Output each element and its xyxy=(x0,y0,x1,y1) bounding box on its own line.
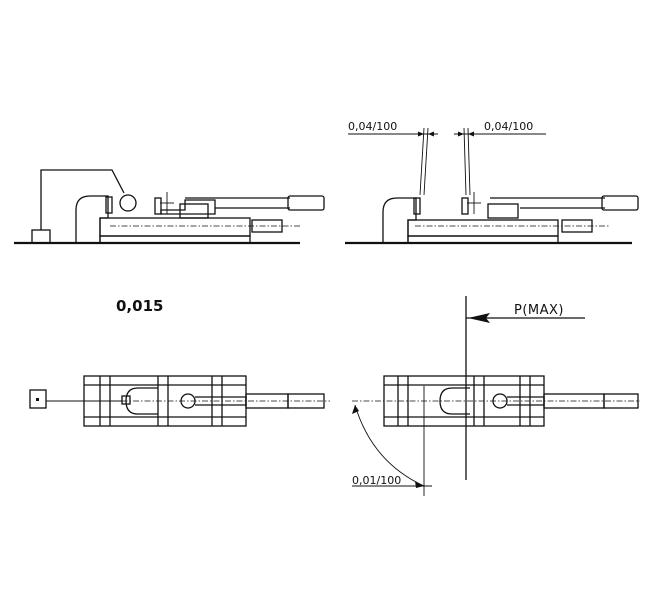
handle-grip xyxy=(287,195,325,211)
tolerance-line xyxy=(419,127,425,196)
moving-jaw-body xyxy=(179,203,209,219)
vise-base xyxy=(99,217,251,237)
arrow-icon xyxy=(428,131,434,137)
moving-jaw-plate xyxy=(461,197,469,215)
angle-arc xyxy=(354,404,425,487)
tolerance-line xyxy=(423,127,429,196)
slot xyxy=(439,387,470,415)
top-view-left xyxy=(29,375,330,427)
dial-base xyxy=(31,229,51,244)
arrow-icon xyxy=(458,131,464,137)
top-view-right: 0,01/100 xyxy=(352,375,640,496)
gauge-point xyxy=(36,398,39,401)
handle-grip xyxy=(601,195,639,211)
arrow-icon xyxy=(415,481,424,488)
arrow-icon xyxy=(468,131,474,137)
fixed-jaw-plate xyxy=(105,196,113,214)
parallelism-label: 0,01/100 xyxy=(352,474,401,487)
tolerance-line xyxy=(463,127,467,196)
force-label: P(MAX) xyxy=(514,303,564,318)
arrow-icon xyxy=(352,405,359,414)
gauge-block xyxy=(29,389,47,409)
force-arrow-icon xyxy=(468,313,490,323)
tolerance-line xyxy=(467,127,471,196)
vise-base-bottom xyxy=(99,235,251,244)
vise-base-bottom xyxy=(407,235,559,244)
moving-jaw-plate xyxy=(154,197,162,215)
dial-gauge-icon xyxy=(119,194,137,212)
tolerance-label-right: 0,04/100 xyxy=(484,120,533,133)
handle-grip xyxy=(603,393,639,409)
repeatability-value: 0,015 xyxy=(116,297,163,315)
side-view-tolerance: 0,04/100 0,04/100 xyxy=(345,120,639,245)
fixed-jaw-plate xyxy=(413,197,421,215)
moving-jaw-body xyxy=(487,203,519,219)
arrow-icon xyxy=(418,131,424,137)
force-indicator: P(MAX) xyxy=(465,296,585,480)
side-view-dial-test xyxy=(14,169,325,245)
vise-base xyxy=(407,219,559,237)
dial-arm xyxy=(40,169,125,230)
tolerance-label-left: 0,04/100 xyxy=(348,120,397,133)
moving-jaw xyxy=(160,199,216,215)
